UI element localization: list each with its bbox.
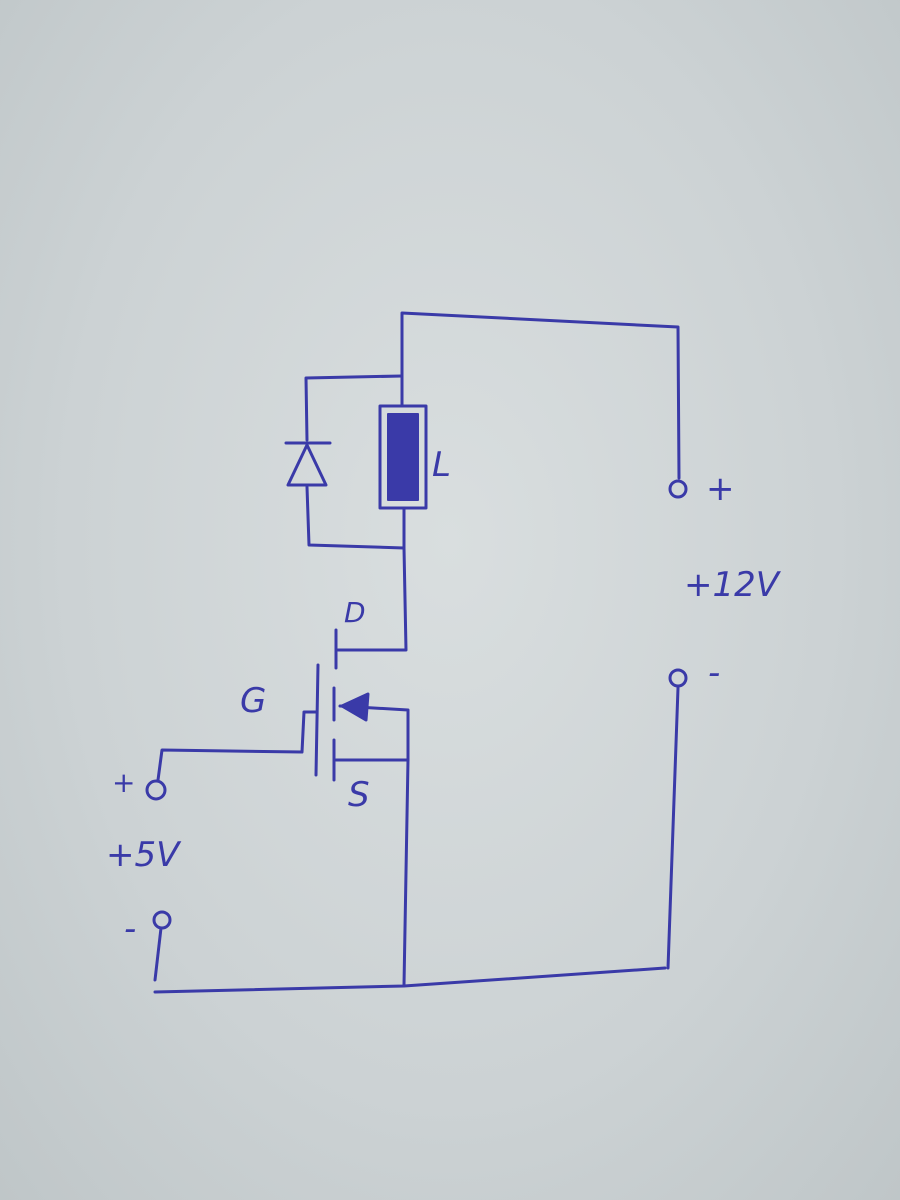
label-source: S [348,775,370,815]
label-12v-voltage: +12V [684,565,782,605]
wire-gate [156,710,318,782]
wire-12v-minus [666,686,680,970]
label-5v-minus: - [124,909,136,949]
wire-drain [336,546,408,652]
terminal-5v-minus[interactable] [152,910,172,930]
label-5v-voltage: +5V [106,835,182,875]
terminal-12v-plus[interactable] [668,479,688,499]
label-5v-plus: + [112,766,135,799]
wire-diode-top [304,374,404,442]
mosfet-body-arrow [340,692,370,722]
label-inductor: L [432,445,451,485]
label-12v-minus: - [708,653,720,693]
label-12v-plus: + [706,469,735,509]
terminal-12v-minus[interactable] [668,668,688,688]
mosfet-body-wire [338,704,410,762]
wire-diode-bottom [305,485,406,550]
wire-5v-minus [153,926,163,982]
label-drain: D [344,596,366,629]
inductor-fill [387,413,419,501]
wire-source-to-ground [402,758,410,987]
wire-top-to-12v-plus [400,311,681,480]
diode-triangle [286,443,328,487]
terminal-5v-plus[interactable] [145,779,167,801]
wire-ground-bus [153,966,667,994]
label-gate: G [240,681,266,721]
mosfet-gate-plate [314,663,320,777]
